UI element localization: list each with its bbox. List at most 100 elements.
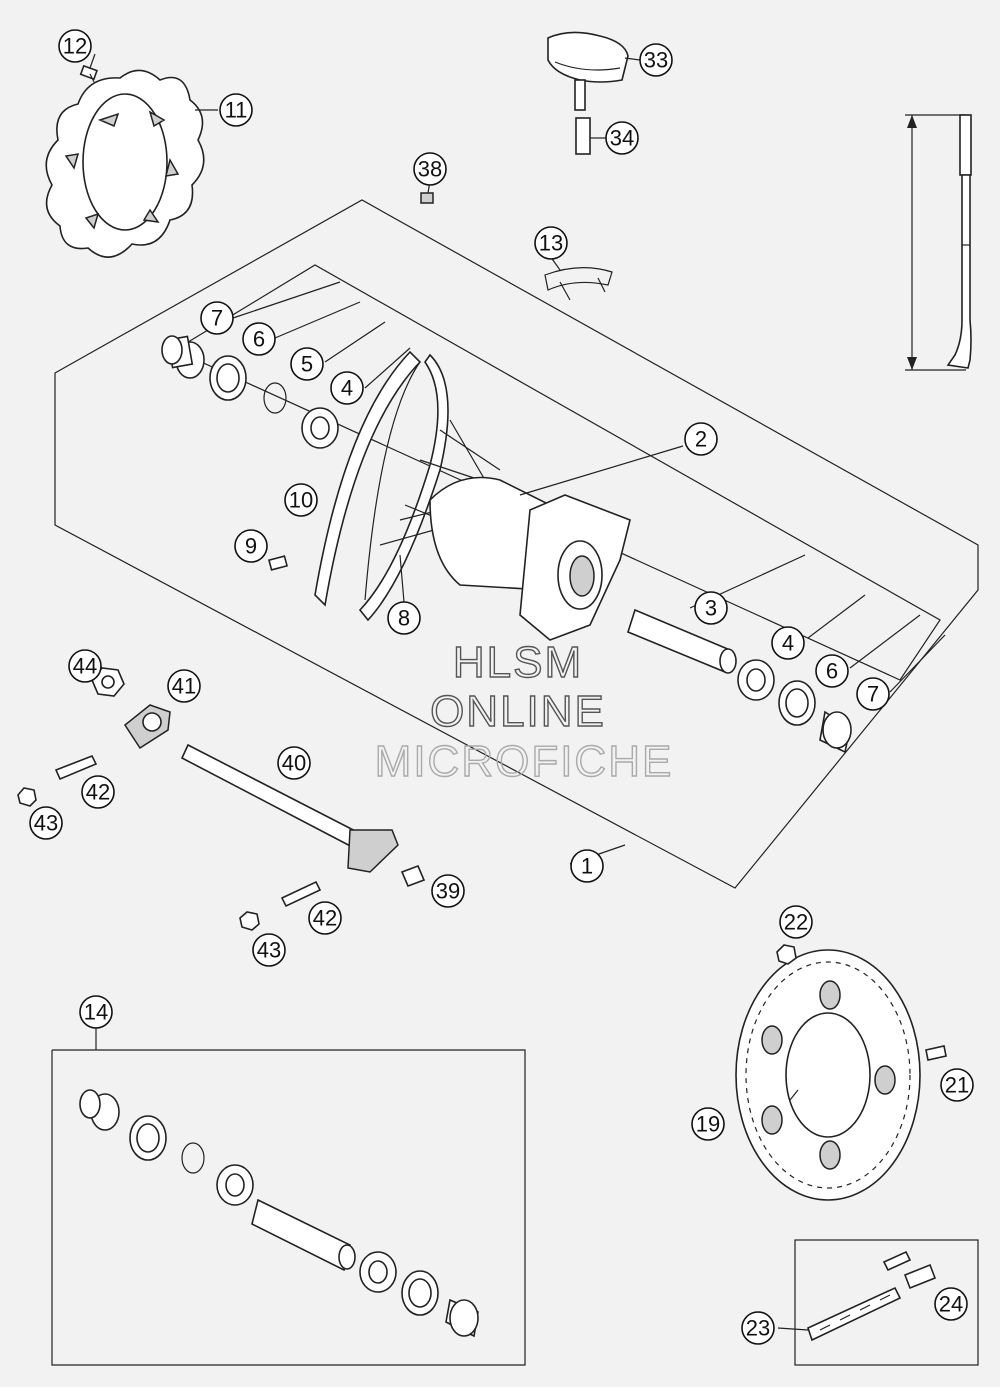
callout-6-left: 6 — [242, 322, 276, 356]
svg-text:1: 1 — [581, 854, 593, 879]
callout-5: 5 — [290, 347, 324, 381]
seal-right — [778, 680, 816, 726]
svg-text:7: 7 — [867, 682, 879, 707]
callout-41: 41 — [167, 669, 201, 703]
svg-text:9: 9 — [245, 534, 257, 559]
svg-text:22: 22 — [784, 910, 808, 935]
spacer-right — [819, 710, 852, 754]
svg-text:23: 23 — [746, 1316, 770, 1341]
bearing-right — [737, 659, 775, 701]
plug — [420, 192, 434, 204]
hub-parts-detail — [79, 1089, 479, 1338]
callout-33: 33 — [639, 43, 673, 77]
svg-text:33: 33 — [644, 48, 668, 73]
svg-text:43: 43 — [257, 938, 281, 963]
callout-34: 34 — [605, 121, 639, 155]
callout-1: 1 — [570, 849, 604, 883]
chain — [807, 1286, 902, 1342]
callout-42-top: 42 — [81, 775, 115, 809]
bearing-left — [301, 407, 339, 449]
callout-9: 9 — [234, 529, 268, 563]
callout-13: 13 — [534, 226, 568, 260]
callout-10: 10 — [284, 483, 318, 517]
svg-text:41: 41 — [172, 674, 196, 699]
callout-14: 14 — [79, 995, 113, 1029]
svg-text:13: 13 — [539, 231, 563, 256]
axle-nut — [91, 667, 125, 697]
svg-text:4: 4 — [341, 376, 353, 401]
callout-44: 44 — [68, 649, 102, 683]
svg-text:43: 43 — [34, 811, 58, 836]
svg-text:21: 21 — [945, 1073, 969, 1098]
svg-text:42: 42 — [313, 906, 337, 931]
callout-8: 8 — [387, 601, 421, 635]
svg-text:10: 10 — [289, 488, 313, 513]
hub-subgroup-outline — [173, 264, 941, 681]
rim — [314, 350, 449, 622]
watermark-line2: ONLINE — [430, 687, 606, 736]
svg-text:24: 24 — [939, 1292, 963, 1317]
callout-43-bottom: 43 — [252, 933, 286, 967]
callout-38: 38 — [413, 152, 447, 186]
callout-22: 22 — [779, 905, 813, 939]
seal-left — [209, 355, 247, 401]
callout-42-bottom: 42 — [308, 901, 342, 935]
svg-text:34: 34 — [610, 126, 634, 151]
svg-text:44: 44 — [73, 654, 97, 679]
svg-text:3: 3 — [705, 596, 717, 621]
screw-39 — [400, 864, 426, 888]
sprocket-nut — [776, 944, 797, 965]
nut-top — [17, 787, 37, 807]
svg-text:39: 39 — [436, 879, 460, 904]
callout-40: 40 — [277, 746, 311, 780]
svg-text:11: 11 — [225, 98, 248, 123]
callout-4-right: 4 — [771, 626, 805, 660]
distance-sleeve — [627, 608, 737, 674]
callout-24: 24 — [934, 1287, 968, 1321]
adjusting-screw-bottom — [280, 880, 322, 908]
callout-7-left: 7 — [200, 301, 234, 335]
wheel-spindle — [180, 743, 399, 873]
chain-box — [794, 1239, 979, 1366]
callout-23: 23 — [741, 1311, 775, 1345]
svg-text:38: 38 — [418, 157, 442, 182]
callout-11: 11 — [219, 93, 253, 127]
svg-text:4: 4 — [782, 631, 794, 656]
circlip — [263, 382, 287, 414]
svg-text:5: 5 — [301, 352, 313, 377]
spacer-left — [161, 335, 205, 379]
svg-text:42: 42 — [86, 780, 110, 805]
callout-12: 12 — [58, 29, 92, 63]
watermark-line3: MICROFICHE — [375, 737, 674, 786]
svg-text:2: 2 — [695, 427, 707, 452]
svg-text:6: 6 — [826, 659, 838, 684]
spoke-length-drawing — [905, 114, 972, 371]
callout-19: 19 — [691, 1107, 725, 1141]
assembly-bracket-14 — [51, 1049, 526, 1366]
brake-disc — [45, 69, 205, 258]
svg-text:40: 40 — [282, 751, 306, 776]
watermark: HLSM ONLINE MICROFICHE — [374, 637, 674, 786]
svg-text:6: 6 — [253, 327, 265, 352]
svg-text:8: 8 — [398, 606, 410, 631]
callout-43-top: 43 — [29, 806, 63, 840]
sprocket-screw — [925, 1045, 947, 1061]
callout-3: 3 — [694, 591, 728, 625]
svg-text:12: 12 — [63, 34, 87, 59]
rim-tape — [544, 267, 613, 301]
spoke-nipple — [267, 555, 289, 571]
callout-6-right: 6 — [815, 654, 849, 688]
callout-39: 39 — [431, 874, 465, 908]
hub — [429, 476, 631, 641]
watermark-line1: HLSM — [453, 638, 583, 687]
disc-bolt — [79, 64, 98, 83]
sprocket — [735, 949, 921, 1201]
chain-joint — [882, 1250, 937, 1290]
callout-21: 21 — [940, 1068, 974, 1102]
callout-4-left: 4 — [330, 371, 364, 405]
adjusting-screw-top — [54, 754, 98, 781]
wheel-assembly-outline — [54, 199, 979, 889]
rim-lock-part — [547, 31, 629, 155]
callout-2: 2 — [684, 422, 718, 456]
